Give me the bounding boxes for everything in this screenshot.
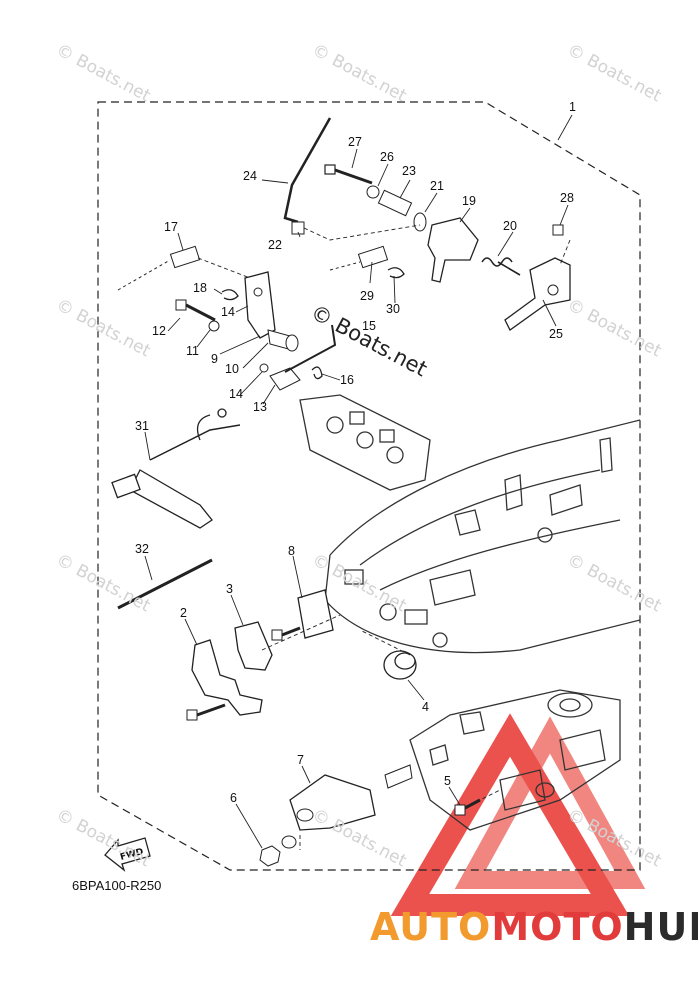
autohub-triangle-logo [390, 713, 646, 916]
callout-14b: 14 [229, 387, 243, 401]
callout-28: 28 [560, 191, 574, 205]
leader-lines [144, 114, 573, 849]
fwd-arrow-icon: FWD [104, 837, 151, 872]
part-16-clip [311, 366, 323, 380]
part-28-bolt [552, 224, 564, 236]
callout-32: 32 [135, 542, 149, 556]
part-2-bolt [186, 703, 226, 721]
callout-15: 15 [362, 319, 376, 333]
callout-31: 31 [135, 419, 149, 433]
callout-3: 3 [226, 582, 233, 596]
callout-25: 25 [549, 327, 563, 341]
callout-13: 13 [253, 400, 267, 414]
brand-part-2: MOTO [491, 905, 624, 949]
part-3-block [234, 621, 273, 671]
callout-9: 9 [211, 352, 218, 366]
part-32-rod [117, 558, 213, 610]
callout-labels: 1 2 3 4 5 6 7 8 9 10 11 12 13 14 14 15 1… [135, 100, 576, 805]
callout-8: 8 [288, 544, 295, 558]
assembly-boundary [97, 101, 641, 871]
callout-29: 29 [360, 289, 374, 303]
part-24-rod [283, 117, 332, 224]
part-30-clip [387, 267, 405, 279]
brand-part-3: HUB [623, 905, 698, 949]
part-23-collar [377, 189, 413, 217]
callout-18: 18 [193, 281, 207, 295]
part-26-washer [366, 185, 380, 199]
callout-12: 12 [152, 324, 166, 338]
part-19-lever [427, 217, 479, 283]
part-11-washer [208, 320, 220, 332]
assembly-lines [197, 224, 571, 850]
callout-10: 10 [225, 362, 239, 376]
part-13-plate [269, 367, 301, 391]
part-6-nut [259, 845, 281, 867]
part-14-washer-lower [259, 363, 269, 373]
part-4-grommet [383, 650, 417, 680]
brand-logo: AUTOMOTOHUB [370, 905, 698, 949]
drawing-code: 6BPA100-R250 [72, 878, 162, 893]
callout-17: 17 [164, 220, 178, 234]
callout-27: 27 [348, 135, 362, 149]
part-17-joint [169, 245, 201, 269]
callout-1: 1 [569, 100, 576, 114]
callout-20: 20 [503, 219, 517, 233]
callout-26: 26 [380, 150, 394, 164]
part-20-spring [481, 257, 521, 276]
callout-5: 5 [444, 774, 451, 788]
callout-22: 22 [268, 238, 282, 252]
part-7-stud [384, 764, 413, 789]
part-15-link [284, 324, 337, 373]
part-6-washer [281, 835, 297, 849]
part-12-bolt [175, 299, 216, 322]
callout-4: 4 [422, 700, 429, 714]
part-2-plate [191, 639, 263, 716]
part-9-lever [244, 271, 276, 339]
brand-part-1: AUTO [370, 905, 492, 949]
linkage-assembly [299, 394, 431, 491]
callout-11: 11 [186, 344, 199, 358]
part-31-stop-switch [111, 408, 241, 529]
callout-23: 23 [402, 164, 416, 178]
callout-19: 19 [462, 194, 476, 208]
part-25-bracket [504, 257, 571, 331]
part-29-joint [357, 245, 389, 269]
part-18-clip [221, 289, 239, 301]
bottom-cowl-outline [324, 419, 641, 654]
swivel-bracket [409, 689, 621, 831]
part-27-bolt [324, 164, 373, 185]
callout-2: 2 [180, 606, 187, 620]
callout-21: 21 [430, 179, 444, 193]
callout-30: 30 [386, 302, 400, 316]
callout-7: 7 [297, 753, 304, 767]
callout-16: 16 [340, 373, 354, 387]
part-8-plate [297, 589, 334, 639]
callout-24: 24 [243, 169, 257, 183]
part-21-washer [413, 212, 427, 232]
callout-14a: 14 [221, 305, 235, 319]
callout-6: 6 [230, 791, 237, 805]
